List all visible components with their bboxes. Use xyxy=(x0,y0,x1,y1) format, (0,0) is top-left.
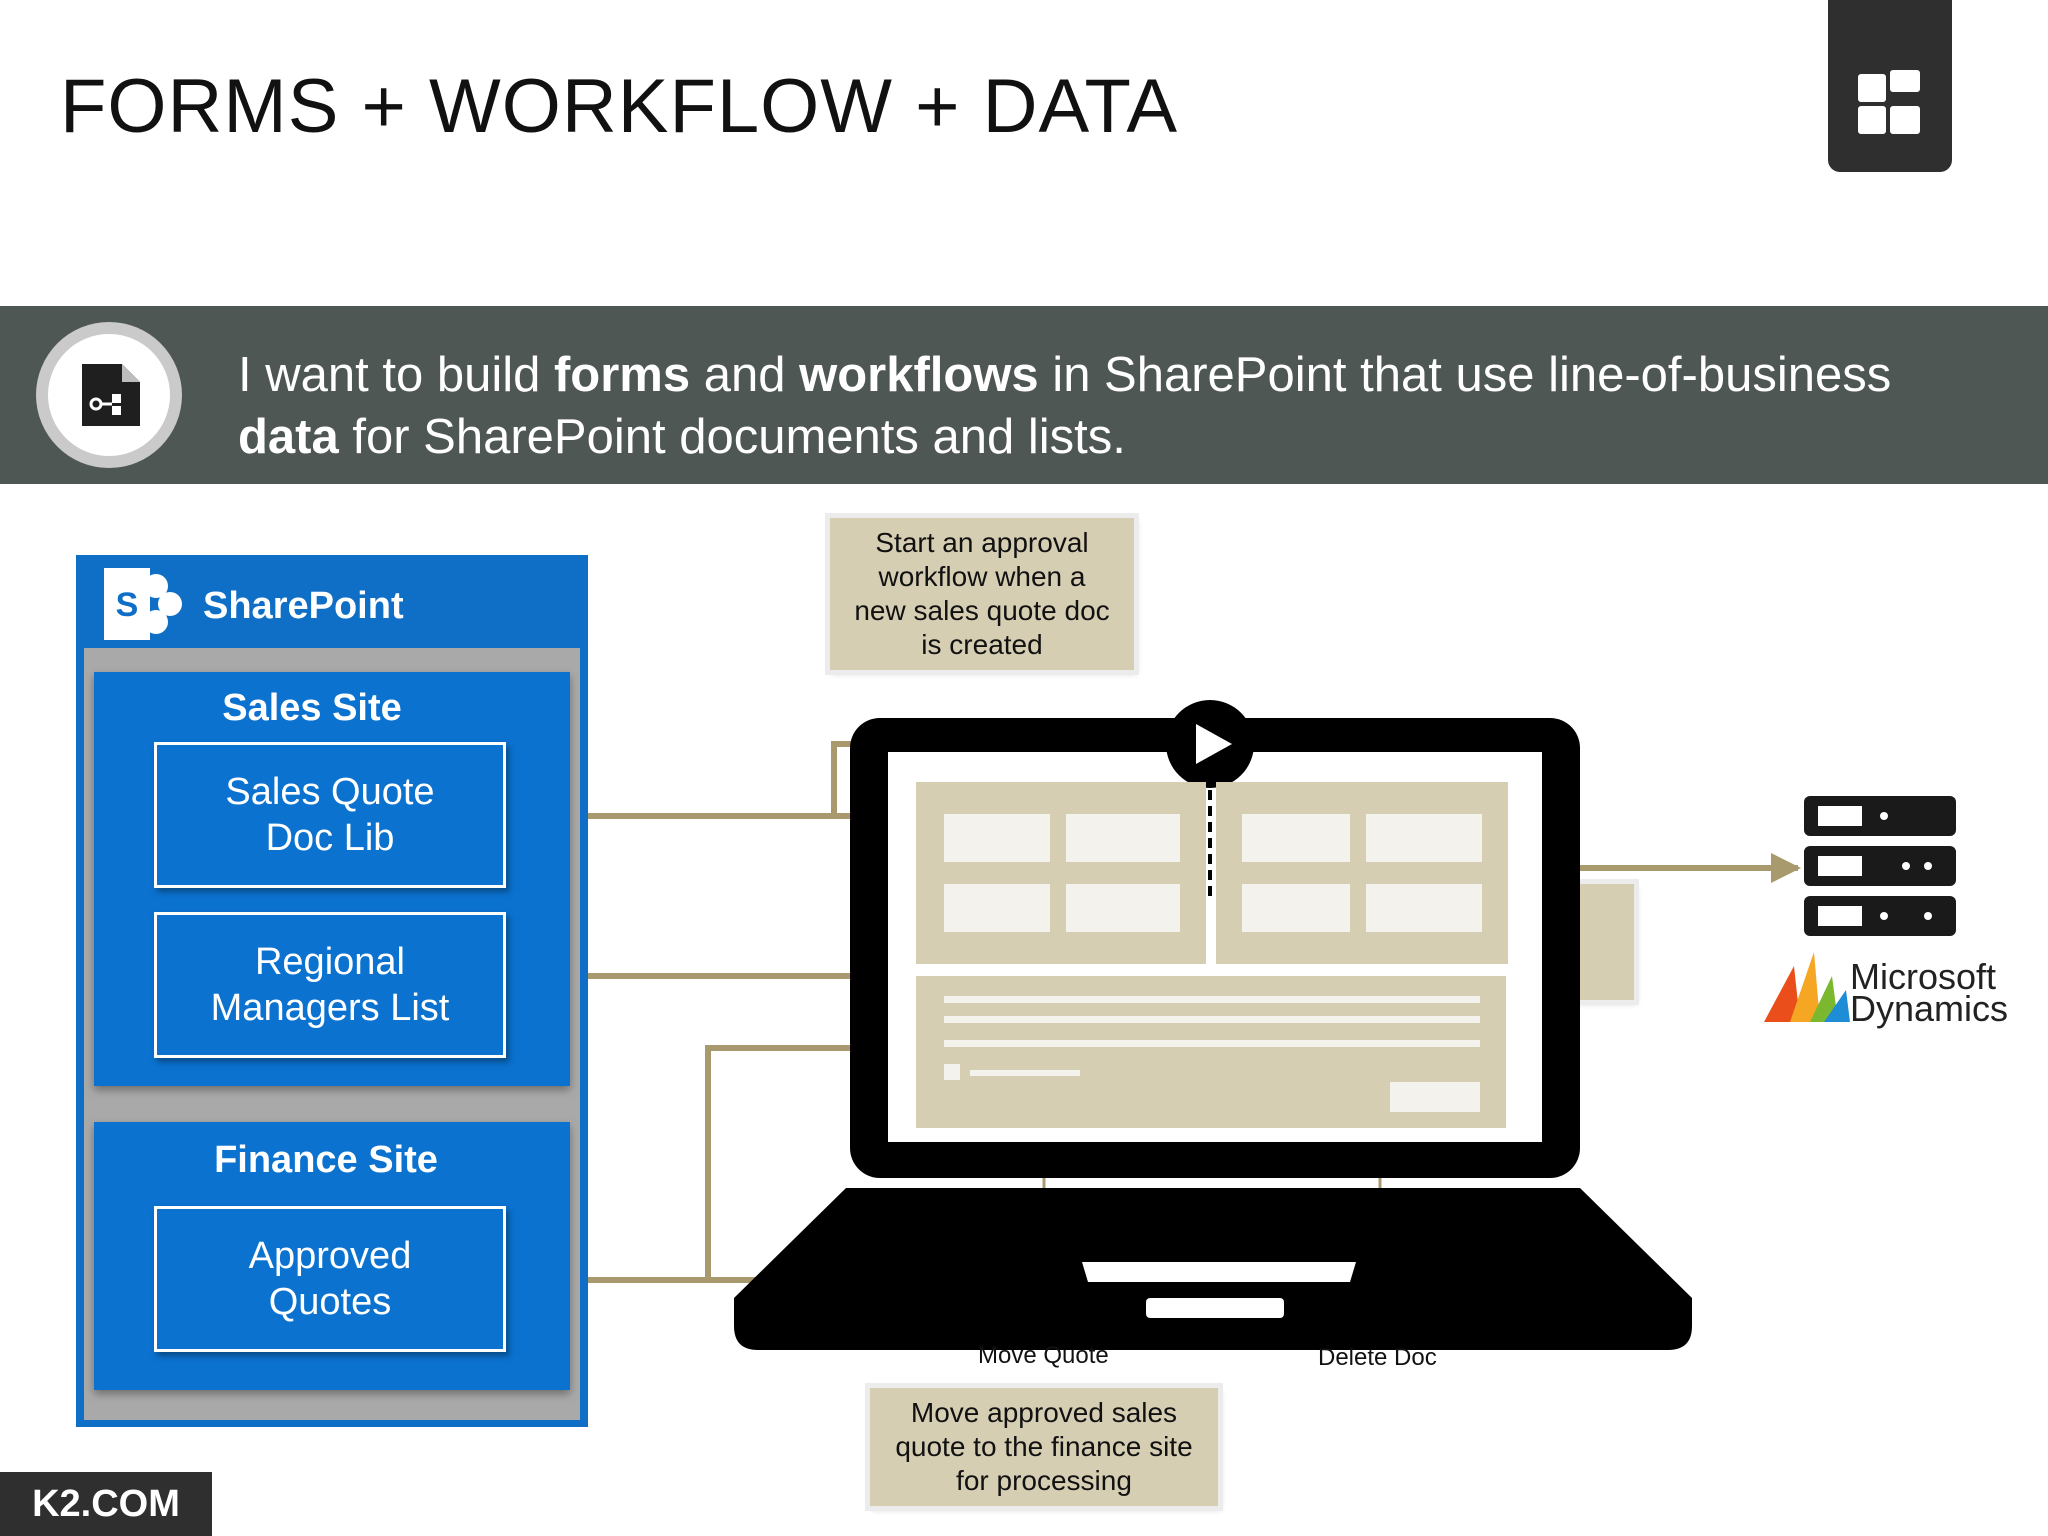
banner-icon-holder xyxy=(48,334,170,456)
move-quote-label: Move Quote xyxy=(978,1342,1109,1369)
sales-site-title: Sales Site xyxy=(222,687,402,729)
note-move-approved: Move approved sales quote to the finance… xyxy=(870,1388,1218,1506)
svg-text:S: S xyxy=(116,586,139,624)
server-stack-icon xyxy=(1804,796,1956,936)
logo-grid-icon xyxy=(1858,70,1920,134)
delete-doc-label: Delete Doc xyxy=(1318,1344,1437,1371)
page-title: FORMS + WORKFLOW + DATA xyxy=(60,64,1179,149)
k2-logo xyxy=(1828,0,1952,172)
form-panel-2 xyxy=(1216,782,1508,964)
dynamics-line1: Microsoft xyxy=(1850,956,1997,997)
note-start-workflow: Start an approval workflow when a new sa… xyxy=(830,518,1134,670)
footer-brand: K2.COM xyxy=(0,1472,212,1536)
banner-text: I want to build forms and workflows in S… xyxy=(238,348,1892,464)
touchpad xyxy=(1146,1298,1284,1318)
finance-site-title: Finance Site xyxy=(214,1139,438,1181)
sharepoint-logo-icon: S xyxy=(104,568,182,640)
banner xyxy=(0,306,2048,484)
connector-finance-form xyxy=(705,1033,908,1280)
dynamics-line2: Dynamics xyxy=(1850,988,2009,1029)
microsoft-dynamics-logo-icon xyxy=(1764,952,1850,1022)
sharepoint-title: SharePoint xyxy=(203,585,404,627)
workflow-document-icon xyxy=(82,364,140,426)
form-panel-1 xyxy=(916,782,1206,964)
